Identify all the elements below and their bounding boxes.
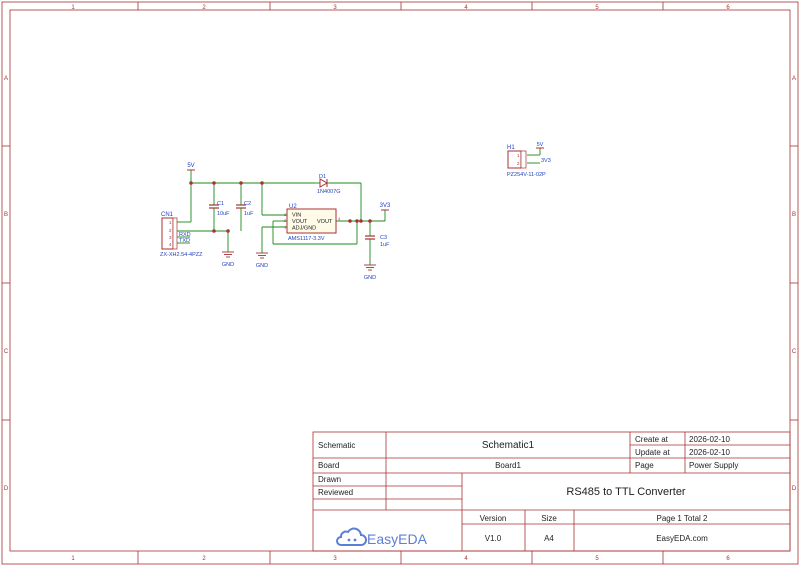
h1-pin: 1	[517, 153, 520, 158]
diode-d1[interactable]: D1 1N4007G	[315, 174, 341, 195]
u2-value: AMS1117-3.3V	[288, 236, 325, 242]
row-label-left: C	[4, 349, 9, 355]
label-drawn: Drawn	[318, 475, 341, 484]
u2-ref: U2	[289, 204, 297, 210]
row-label-left: B	[4, 212, 8, 218]
col-label-top: 2	[202, 5, 206, 11]
col-label-top: 4	[464, 5, 468, 11]
col-label-bottom: 2	[202, 556, 206, 562]
c1-value: 10uF	[217, 211, 230, 217]
label-schematic: Schematic	[318, 441, 355, 450]
page-count: Page 1 Total 2	[656, 514, 708, 523]
col-label-top: 1	[71, 5, 75, 11]
label-version: Version	[480, 514, 507, 523]
h1-net-3v3: 3V3	[541, 158, 551, 164]
label-update-at: Update at	[635, 448, 670, 457]
size-value: A4	[544, 534, 554, 543]
cn1-pin: 2	[169, 228, 172, 233]
col-label-bottom: 5	[595, 556, 599, 562]
update-date: 2026-02-10	[689, 448, 730, 457]
u2-pin-adj: ADJ/GND	[292, 226, 316, 232]
connector-cn1[interactable]: CN1 1 2 3 4 RXD TXD ZX-XH2.54-4PZZ	[160, 212, 203, 258]
wires[interactable]	[177, 148, 541, 265]
col-label-top: 3	[333, 5, 337, 11]
d1-ref: D1	[319, 174, 326, 180]
cn1-value: ZX-XH2.54-4PZZ	[160, 252, 203, 258]
u2-pin-vout-right: VOUT	[317, 219, 333, 225]
power-5v-label: 5V	[187, 163, 194, 169]
label-size: Size	[541, 514, 557, 523]
label-create-at: Create at	[635, 435, 669, 444]
drawing-title: RS485 to TTL Converter	[566, 486, 686, 498]
gnd-label: GND	[364, 275, 376, 281]
d1-value: 1N4007G	[317, 189, 341, 195]
site-url: EasyEDA.com	[656, 534, 708, 543]
h1-net-5v: 5V	[537, 142, 544, 148]
c3-value: 1uF	[380, 242, 390, 248]
gnd-label: GND	[222, 262, 234, 268]
page-name: Power Supply	[689, 461, 738, 470]
version-value: V1.0	[485, 534, 502, 543]
u2-pin-num: 2	[284, 218, 287, 223]
power-3v3-symbol[interactable]: 3V3	[380, 203, 391, 211]
u2-pin-vin: VIN	[292, 213, 301, 219]
logo-text: EasyEDA	[367, 531, 428, 547]
label-page: Page	[635, 461, 654, 470]
net-label-rxd: RXD	[179, 232, 191, 238]
label-board: Board	[318, 461, 339, 470]
create-date: 2026-02-10	[689, 435, 730, 444]
h1-pin: 2	[517, 161, 520, 166]
col-label-bottom: 4	[464, 556, 468, 562]
frame-column-labels: 1 2 3 4 5 6 1 2 3 4 5 6 A B C D A B C D	[4, 5, 797, 562]
net-label-txd: TXD	[179, 238, 190, 244]
h1-ref: H1	[507, 145, 515, 151]
title-block-text: Schematic Schematic1 Create at 2026-02-1…	[318, 435, 738, 543]
row-label-right: B	[792, 212, 796, 218]
capacitor-c2[interactable]: C2 1uF	[236, 201, 254, 217]
power-5v-symbol[interactable]: 5V	[187, 163, 195, 171]
col-label-top: 6	[726, 5, 730, 11]
u2-pin-vout-left: VOUT	[292, 219, 308, 225]
power-3v3-label: 3V3	[380, 203, 391, 209]
u2-pin-num: 3	[284, 212, 287, 217]
col-label-bottom: 6	[726, 556, 730, 562]
schematic-name: Schematic1	[482, 440, 535, 451]
row-label-right: D	[792, 486, 797, 492]
c1-ref: C1	[217, 201, 224, 207]
gnd-symbol[interactable]: GND	[222, 251, 234, 268]
regulator-u2[interactable]: U2 VIN VOUT ADJ/GND VOUT 3 2 1 4 AMS1117…	[284, 204, 341, 242]
u2-pin-num: 1	[284, 225, 287, 230]
col-label-bottom: 3	[333, 556, 337, 562]
c3-ref: C3	[380, 235, 387, 241]
col-label-bottom: 1	[71, 556, 75, 562]
row-label-left: D	[4, 486, 9, 492]
title-block	[312, 431, 791, 552]
easyeda-logo: EasyEDA	[336, 527, 428, 547]
col-label-top: 5	[595, 5, 599, 11]
u2-pin-num: 4	[338, 216, 341, 221]
c2-ref: C2	[244, 201, 251, 207]
label-reviewed: Reviewed	[318, 488, 353, 497]
header-h1[interactable]: H1 1 2 5V 3V3 PZ254V-11-02P	[507, 142, 551, 178]
cn1-ref: CN1	[161, 212, 174, 218]
gnd-symbol[interactable]: GND	[364, 264, 376, 281]
h1-value: PZ254V-11-02P	[507, 172, 546, 178]
c2-value: 1uF	[244, 211, 254, 217]
gnd-label: GND	[256, 263, 268, 269]
wire-junctions	[189, 181, 372, 233]
board-name: Board1	[495, 461, 521, 470]
capacitor-c1[interactable]: C1 10uF	[209, 201, 230, 217]
row-label-right: C	[792, 349, 797, 355]
gnd-symbol[interactable]: GND	[256, 252, 268, 269]
cloud-icon	[336, 527, 367, 546]
row-label-left: A	[4, 76, 8, 82]
capacitor-c3[interactable]: C3 1uF	[365, 235, 390, 248]
cn1-pin: 1	[169, 220, 172, 225]
cn1-pin: 4	[169, 242, 172, 247]
row-label-right: A	[792, 76, 796, 82]
cn1-pin: 3	[169, 235, 172, 240]
